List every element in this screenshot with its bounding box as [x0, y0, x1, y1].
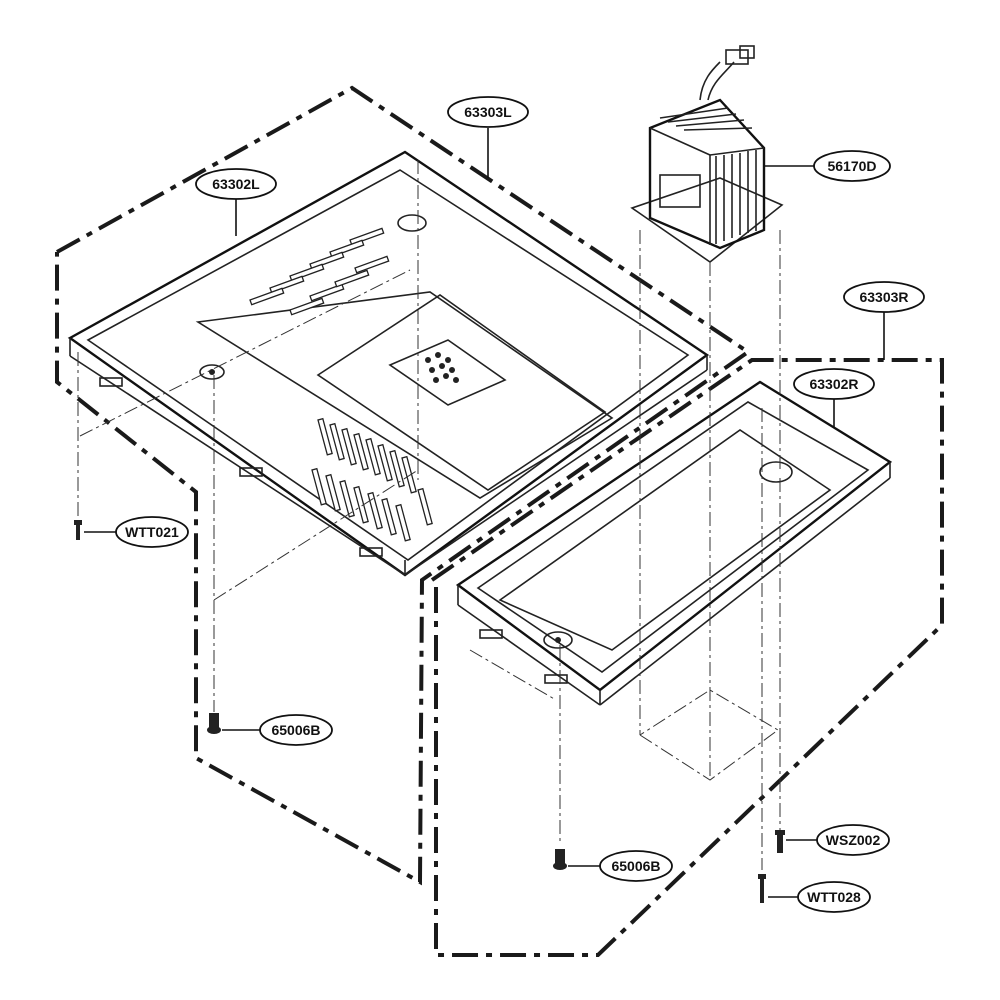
callout-65006B-right: 65006B: [599, 850, 673, 882]
foot-icon: [553, 849, 567, 870]
callout-56170D-label: 56170D: [827, 158, 876, 174]
screw-icon: [758, 874, 766, 903]
callout-WTT028-label: WTT028: [807, 889, 861, 905]
callout-63302R: 63302R: [793, 368, 875, 400]
slot-array-lower: [311, 417, 433, 542]
right-assembly-boundary: [430, 358, 944, 957]
callout-56170D: 56170D: [813, 150, 891, 182]
callout-WSZ002-label: WSZ002: [826, 832, 881, 848]
callout-WTT021-label: WTT021: [125, 524, 179, 540]
assembly-centerlines: [77, 160, 781, 870]
callout-63302R-label: 63302R: [809, 376, 858, 392]
callout-63302L-label: 63302L: [212, 176, 260, 192]
callout-65006B-left: 65006B: [259, 714, 333, 746]
transformer-laminations: [659, 107, 757, 244]
slot-array-upper: [249, 227, 390, 316]
callout-63303L-label: 63303L: [464, 104, 512, 120]
callout-WTT021: WTT021: [115, 516, 189, 548]
left-base-plate: [67, 150, 710, 577]
left-assembly-boundary: [55, 85, 752, 886]
foot-icon: [207, 713, 221, 734]
callout-65006B-right-label: 65006B: [611, 858, 660, 874]
callout-WTT028: WTT028: [797, 881, 871, 913]
callout-WSZ002: WSZ002: [816, 824, 890, 856]
callout-63302L: 63302L: [195, 168, 277, 200]
right-base-plate: [455, 380, 893, 706]
callout-63303R-label: 63303R: [859, 289, 908, 305]
callout-63303L: 63303L: [447, 96, 529, 128]
vent-holes: [425, 352, 459, 383]
callout-63303R: 63303R: [843, 281, 925, 313]
transformer: [630, 45, 784, 263]
screw-icon: [775, 830, 785, 853]
leader-lines: [84, 128, 885, 898]
callout-65006B-left-label: 65006B: [271, 722, 320, 738]
screw-icon: [74, 520, 82, 540]
